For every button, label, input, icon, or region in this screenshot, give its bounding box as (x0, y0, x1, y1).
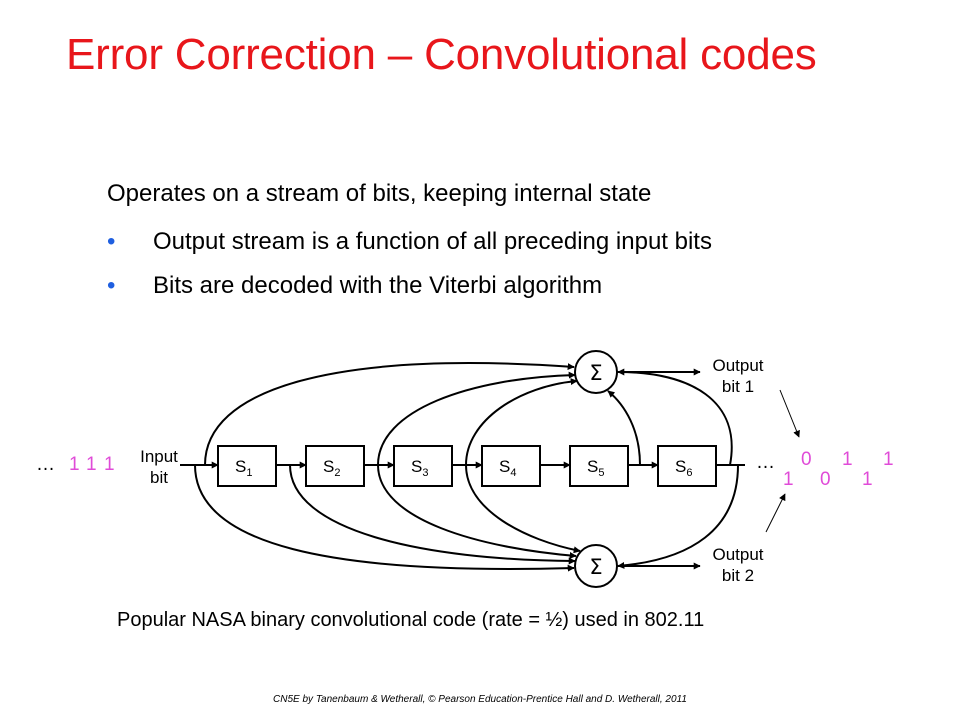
bullet-item: • Output stream is a function of all prec… (107, 228, 712, 256)
bullet-dot-icon: • (107, 272, 116, 299)
tap-s3-bottom (465, 464, 581, 554)
bullet-text: Output stream is a function of all prece… (153, 228, 712, 255)
intro-text: Operates on a stream of bits, keeping in… (107, 180, 652, 207)
tap-input-bottom (194, 464, 575, 572)
output-bit: 1 (783, 469, 794, 490)
output1-label: Output (712, 356, 763, 375)
register-label: S4 (499, 457, 516, 479)
copyright-footer: CN5E by Tanenbaum & Wetherall, © Pearson… (273, 694, 687, 705)
input-bit: 1 (104, 454, 115, 475)
tap-s2-top (377, 371, 576, 466)
output-bit: 1 (842, 449, 853, 470)
input-bit: 1 (69, 454, 80, 475)
tap-s2-bottom (377, 464, 577, 559)
register-box (481, 445, 541, 487)
bullet-dot-icon: • (107, 228, 116, 255)
output-bit: 1 (862, 469, 873, 490)
tap-s6-bottom (617, 464, 739, 569)
output-ellipsis: … (756, 452, 775, 473)
register-label: S1 (235, 457, 252, 479)
tap-s6-top (617, 368, 733, 466)
register-label: S5 (587, 457, 604, 479)
bullet-text: Bits are decoded with the Viterbi algori… (153, 272, 603, 299)
diagram-caption: Popular NASA binary convolutional code (… (117, 609, 705, 631)
input-bit: 1 (86, 454, 97, 475)
output-bit: 0 (801, 449, 812, 470)
pointer-arrow-top (779, 389, 800, 438)
tap-input-top (204, 362, 575, 466)
register-box (393, 445, 453, 487)
output1-label: bit 1 (722, 377, 754, 396)
register-label: S2 (323, 457, 340, 479)
tap-s1-bottom (289, 464, 576, 565)
tap-s5-top (607, 390, 641, 466)
sigma-icon: Σ (589, 361, 602, 385)
pointer-arrow-bottom (765, 493, 786, 533)
output-bit: 0 (820, 469, 831, 490)
register-label: S3 (411, 457, 428, 479)
output-bit: 1 (883, 449, 894, 470)
tap-s3-top (465, 378, 578, 466)
output2-label: Output (712, 545, 763, 564)
output2-label: bit 2 (722, 566, 754, 585)
register-box (657, 445, 717, 487)
register-box (569, 445, 629, 487)
register-box (217, 445, 277, 487)
input-ellipsis: … (36, 454, 55, 475)
bullet-item: • Bits are decoded with the Viterbi algor… (107, 272, 602, 300)
register-label: S6 (675, 457, 692, 479)
register-box (305, 445, 365, 487)
slide-title: Error Correction – Convolutional codes (66, 30, 817, 79)
input-label: bit (150, 468, 168, 487)
sigma-icon: Σ (589, 555, 602, 579)
input-label: Input (140, 447, 178, 466)
